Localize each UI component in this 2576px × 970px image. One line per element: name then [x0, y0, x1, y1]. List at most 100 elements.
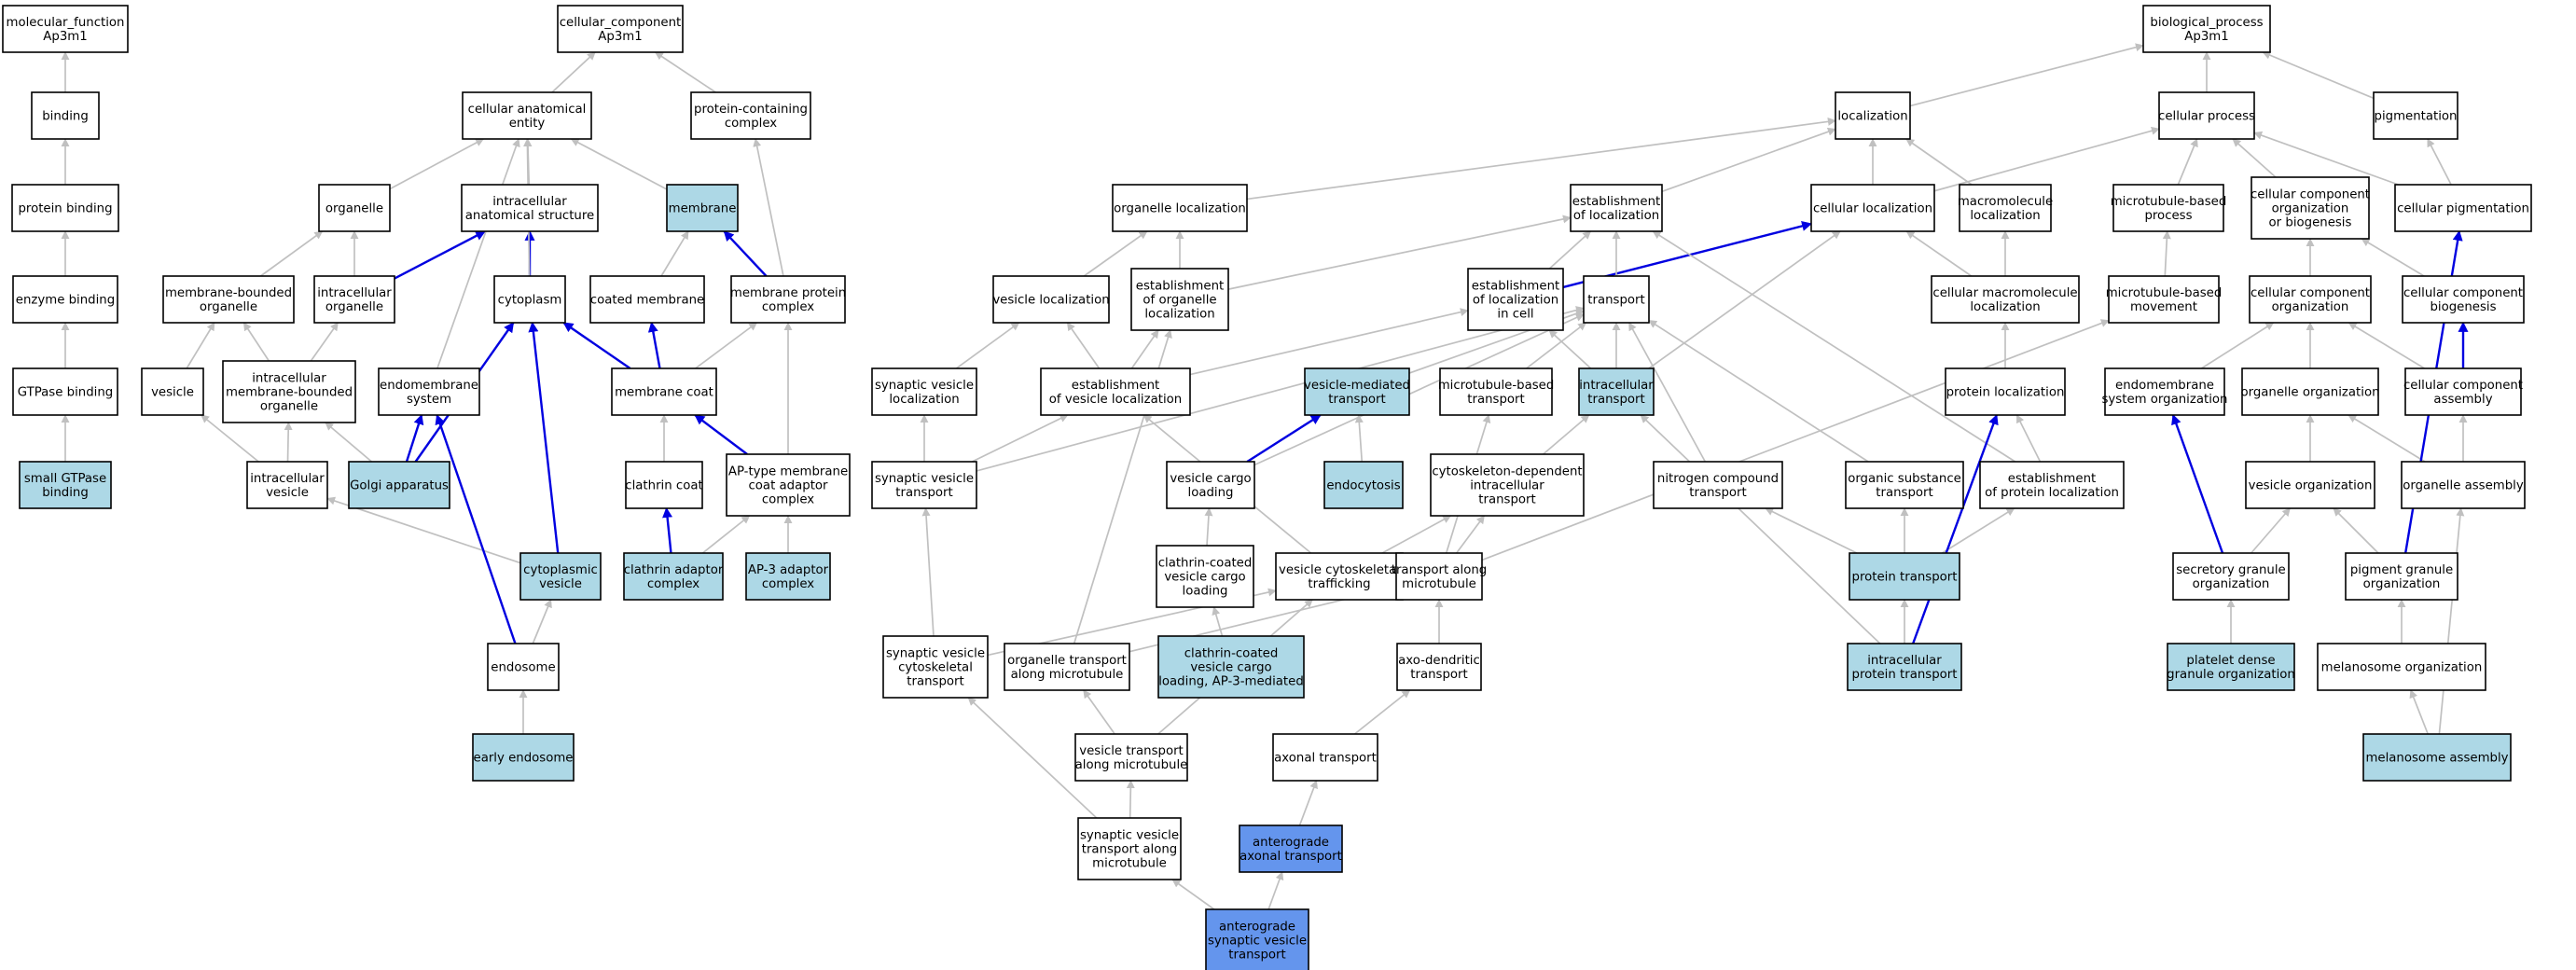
- node-endosome[interactable]: endosome: [487, 643, 560, 691]
- node-organelle[interactable]: organelle: [318, 184, 391, 232]
- node-label-ias-line-0: intracellular: [492, 195, 567, 209]
- node-label-imbo-line-1: membrane-bounded: [226, 386, 353, 400]
- node-endocytosis[interactable]: endocytosis: [1323, 461, 1404, 509]
- node-vesorg[interactable]: vesicle organization: [2245, 461, 2375, 509]
- node-orgloc[interactable]: organelle localization: [1112, 184, 1248, 232]
- edge-organelle-to-cae: [389, 138, 485, 190]
- edge-golgi-to-imbo: [325, 422, 373, 463]
- edge-intves-to-imbo: [284, 422, 293, 463]
- node-label-mtmove-line-1: movement: [2130, 300, 2197, 314]
- node-gtpbind[interactable]: GTPase binding: [12, 367, 118, 416]
- node-binding[interactable]: binding: [31, 91, 100, 140]
- node-melorg[interactable]: melanosome organization: [2317, 643, 2486, 691]
- node-transport[interactable]: transport: [1583, 275, 1650, 324]
- node-cytoplasm[interactable]: cytoplasm: [493, 275, 566, 324]
- node-box-axonal: [1272, 733, 1378, 782]
- node-earlyendo[interactable]: early endosome: [472, 733, 575, 782]
- edge-golgi-to-endomem: [405, 413, 424, 463]
- node-melasm[interactable]: melanosome assembly: [2362, 733, 2512, 782]
- node-vesloc[interactable]: vesicle localization: [992, 275, 1110, 324]
- edge-inttrans-to-estloccell: [1548, 329, 1592, 369]
- node-coatmem[interactable]: coated membrane: [589, 275, 705, 324]
- node-cellproc[interactable]: cellular process: [2158, 91, 2255, 140]
- node-prottrans[interactable]: protein transport: [1849, 552, 1960, 601]
- node-label-estprotloc-line-1: of protein localization: [1985, 486, 2119, 500]
- node-orgorg[interactable]: organelle organization: [2240, 367, 2380, 416]
- node-cellpig[interactable]: cellular pigmentation: [2394, 184, 2532, 232]
- node-golgi[interactable]: Golgi apparatus: [348, 461, 450, 509]
- edge-membrane-to-cae: [570, 138, 668, 190]
- node-localization[interactable]: localization: [1835, 91, 1911, 140]
- node-protbind[interactable]: protein binding: [11, 184, 119, 232]
- node-protloc[interactable]: protein localization: [1945, 367, 2066, 416]
- node-membrane[interactable]: membrane: [666, 184, 739, 232]
- node-label-antaxonal-line-1: axonal transport: [1240, 850, 1342, 864]
- node-memcoat[interactable]: membrane coat: [611, 367, 717, 416]
- node-orgasm[interactable]: organelle assembly: [2401, 461, 2526, 509]
- node-clathcoat[interactable]: clathrin coat: [625, 461, 703, 509]
- node-cellloc[interactable]: cellular localization: [1810, 184, 1935, 232]
- node-axonal[interactable]: axonal transport: [1272, 733, 1378, 782]
- node-pigmentation[interactable]: pigmentation: [2373, 91, 2458, 140]
- node-label-tamt-line-0: transport along: [1392, 563, 1488, 577]
- node-cytodep[interactable]: cytoskeleton-dependentintracellulartrans…: [1430, 453, 1585, 517]
- node-vesicle[interactable]: vesicle: [141, 367, 204, 416]
- node-enzbind[interactable]: enzyme binding: [12, 275, 118, 324]
- edge-vestransmt-to-orgtransmt: [1083, 689, 1115, 735]
